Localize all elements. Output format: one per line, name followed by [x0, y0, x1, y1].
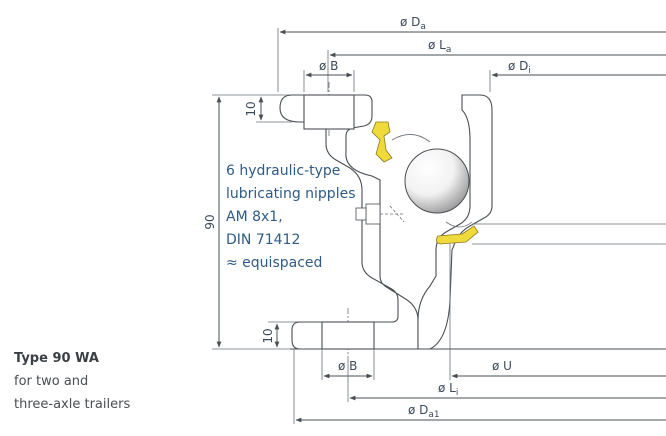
ball: [404, 148, 470, 214]
height-label: 90: [203, 214, 217, 229]
lubrication-note: 6 hydraulic-type lubricating nipples AM …: [226, 163, 356, 271]
caption-line-1: for two and: [14, 374, 88, 389]
di-label: ø Di: [508, 59, 531, 76]
raceway-lower: [445, 221, 473, 228]
bottom-ten-label: 10: [261, 328, 275, 343]
da-label: ø Da: [400, 15, 426, 32]
svg-text:6 hydraulic-type: 6 hydraulic-type: [226, 163, 340, 179]
svg-text:DIN 71412: DIN 71412: [226, 232, 300, 248]
outer-ring: [279, 94, 419, 350]
caption-title: Type 90 WA: [14, 351, 99, 366]
lower-seal: [436, 225, 479, 245]
da1-label: ø Da1: [408, 403, 440, 420]
li-label: ø Li: [438, 381, 458, 398]
top-bolt-hole: [303, 94, 355, 130]
raceway-upper: [391, 134, 431, 143]
upper-seal: [371, 121, 393, 163]
b-top-label: ø B: [319, 59, 338, 73]
la-label: ø La: [428, 38, 451, 55]
svg-text:≈ equispaced: ≈ equispaced: [226, 255, 322, 271]
bottom-bolt-hole: [321, 321, 375, 350]
inner-ring: [417, 94, 493, 350]
lubricating-nipple: [355, 203, 405, 225]
top-ten-label: 10: [244, 101, 258, 116]
u-label: ø U: [492, 359, 512, 373]
svg-text:lubricating nipples: lubricating nipples: [226, 186, 356, 202]
svg-text:AM 8x1,: AM 8x1,: [226, 209, 283, 225]
caption-line-2: three-axle trailers: [14, 397, 130, 412]
